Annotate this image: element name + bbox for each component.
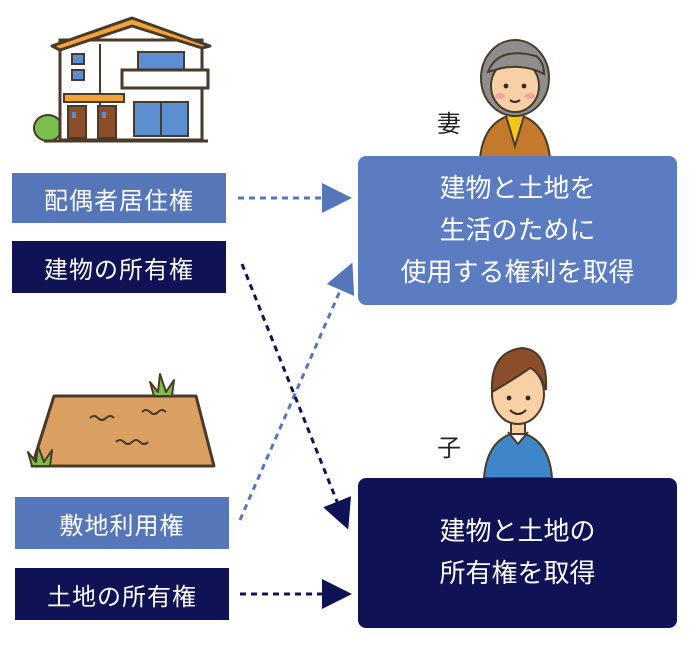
arrow-building-ownership-to-child (240, 263, 352, 530)
land-plot-icon (27, 373, 216, 468)
arrow-land-use-to-wife (238, 262, 355, 521)
wife-icon (478, 39, 552, 158)
house-icon (33, 16, 212, 143)
child-result-line-2: 所有権を取得 (439, 559, 596, 589)
land-use-right-box: 敷地利用権 (15, 497, 229, 549)
wife-result-line-1: 建物と土地を (439, 173, 596, 204)
wife-result-line-2: 生活のために (439, 215, 596, 246)
child-icon (482, 346, 554, 478)
child-result-box: 建物と土地の 所有権を取得 (358, 478, 677, 628)
wife-result-box: 建物と土地を 生活のために 使用する権利を取得 (358, 156, 677, 305)
wife-result-line-3: 使用する権利を取得 (400, 257, 635, 288)
child-label: 子 (437, 434, 461, 462)
child-result-line-1: 建物と土地の (439, 517, 596, 547)
building-ownership-box: 建物の所有権 (12, 241, 226, 293)
spouse-residence-right-box: 配偶者居住権 (12, 173, 226, 223)
wife-label: 妻 (437, 110, 461, 138)
land-ownership-box: 土地の所有権 (15, 568, 229, 620)
